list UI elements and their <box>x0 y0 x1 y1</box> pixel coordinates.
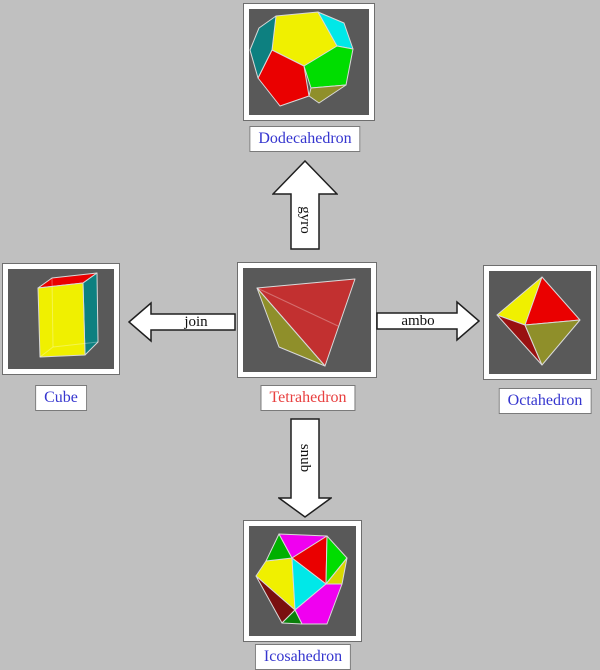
octahedron-image <box>483 265 597 380</box>
join-arrow: join <box>128 301 236 343</box>
tetrahedron-label[interactable]: Tetrahedron <box>260 385 356 411</box>
snub-arrow-shape <box>278 418 332 518</box>
cube-render-area <box>8 269 114 369</box>
ambo-arrow-shape <box>376 300 480 342</box>
dodecahedron-image <box>243 3 375 121</box>
gyro-arrow-shape <box>272 160 338 250</box>
hidden-edge <box>51 277 54 348</box>
snub-arrow: snub <box>278 418 332 518</box>
cube-label-text: Cube <box>44 389 78 406</box>
tetrahedron-render-area <box>243 268 371 372</box>
face-green-bottom <box>281 609 303 625</box>
hidden-edge <box>39 346 54 358</box>
cube-drawing <box>37 272 99 358</box>
face-olive <box>308 84 347 104</box>
face-yellow-front <box>37 282 86 358</box>
join-arrow-shape <box>128 301 236 343</box>
icosahedron-image <box>243 520 362 642</box>
icosahedron-drawing <box>255 533 348 625</box>
face-olive <box>524 319 581 366</box>
tetrahedron-drawing <box>256 278 356 367</box>
ambo-arrow: ambo <box>376 300 480 342</box>
face-teal <box>249 15 277 79</box>
cube-label[interactable]: Cube <box>35 385 87 411</box>
snub-arrow-label: snub <box>297 444 313 472</box>
icosahedron-render-area <box>249 526 356 636</box>
face-olive <box>256 287 326 367</box>
octahedron-drawing <box>496 276 581 366</box>
face-magenta-bottomright <box>294 583 343 625</box>
icosahedron-label-text: Icosahedron <box>263 648 343 665</box>
dodecahedron-label[interactable]: Dodecahedron <box>249 126 361 152</box>
hidden-edge <box>52 341 99 348</box>
dodecahedron-drawing <box>249 11 354 107</box>
hidden-edge <box>256 287 339 327</box>
dodecahedron-render-area <box>249 9 369 115</box>
tetrahedron-image <box>237 262 377 378</box>
join-arrow-label: join <box>183 314 208 330</box>
octahedron-label[interactable]: Octahedron <box>498 388 592 414</box>
gyro-arrow-label: gyro <box>297 206 313 234</box>
gyro-arrow: gyro <box>272 160 338 250</box>
octahedron-label-text: Octahedron <box>507 392 583 409</box>
dodecahedron-label-text: Dodecahedron <box>258 130 352 147</box>
ambo-arrow-label: ambo <box>401 313 434 329</box>
octahedron-render-area <box>489 271 591 374</box>
tetrahedron-label-text: Tetrahedron <box>269 389 347 406</box>
cube-image <box>2 263 120 375</box>
icosahedron-label[interactable]: Icosahedron <box>254 644 352 670</box>
